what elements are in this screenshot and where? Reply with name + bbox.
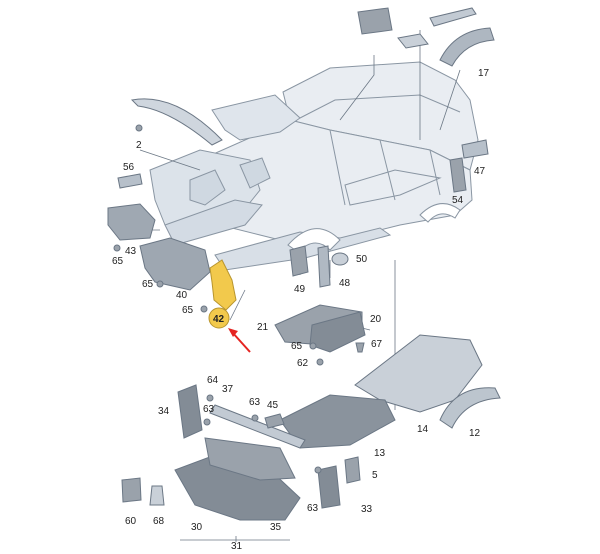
callout-68: 68 bbox=[153, 516, 165, 527]
part-mat-20 bbox=[309, 311, 366, 353]
callout-65b: 65 bbox=[142, 279, 154, 290]
part-a-pillar-49 bbox=[289, 245, 309, 277]
part-nut-65d bbox=[309, 342, 317, 350]
callout-50: 50 bbox=[356, 254, 368, 265]
callout-56: 56 bbox=[123, 162, 135, 173]
part-bracket-47 bbox=[461, 139, 489, 159]
part-plenum-cover bbox=[130, 98, 223, 146]
callout-60: 60 bbox=[125, 516, 137, 527]
part-small-pad bbox=[397, 33, 429, 49]
part-bracket-5 bbox=[344, 456, 361, 484]
callout-5: 5 bbox=[372, 470, 378, 481]
interior-floor bbox=[344, 169, 442, 206]
part-block bbox=[117, 173, 143, 189]
parts-lower-left bbox=[121, 384, 306, 521]
part-insulation-mat bbox=[357, 7, 393, 35]
part-bulkhead-insulation bbox=[139, 237, 211, 291]
callout-48: 48 bbox=[339, 278, 351, 289]
part-clip bbox=[135, 124, 143, 132]
parts-floor bbox=[279, 334, 501, 509]
callout-40: 40 bbox=[176, 290, 188, 301]
parts-top-right bbox=[357, 7, 495, 67]
callout-20: 20 bbox=[370, 314, 382, 325]
part-clip-62 bbox=[316, 358, 324, 366]
callout-2: 2 bbox=[136, 140, 142, 151]
callout-45: 45 bbox=[267, 400, 279, 411]
callout-65d: 65 bbox=[291, 341, 303, 352]
callout-62: 62 bbox=[297, 358, 309, 369]
callout-34: 34 bbox=[158, 406, 170, 417]
callout-35: 35 bbox=[270, 522, 282, 533]
callout-31: 31 bbox=[231, 541, 243, 549]
part-insul-35 bbox=[204, 437, 296, 481]
callout-49: 49 bbox=[294, 284, 306, 295]
part-nut-65a bbox=[113, 244, 121, 252]
car-body bbox=[149, 61, 479, 271]
car-side bbox=[199, 119, 473, 246]
callout-64: 64 bbox=[207, 375, 219, 386]
callout-17: 17 bbox=[478, 68, 490, 79]
part-rear-pillar-pad bbox=[449, 157, 467, 193]
part-clip-64 bbox=[206, 394, 214, 402]
part-nut-65b bbox=[156, 280, 164, 288]
callout-63b: 63 bbox=[249, 397, 261, 408]
callout-33: 33 bbox=[361, 504, 373, 515]
part-clip-63a bbox=[203, 418, 211, 426]
window-line bbox=[299, 94, 461, 119]
callout-67: 67 bbox=[371, 339, 383, 350]
rear-wheel-arch bbox=[419, 203, 461, 223]
part-pad-60 bbox=[121, 477, 142, 503]
part-bar-37 bbox=[209, 404, 306, 449]
callout-labels: 2 5 12 13 14 17 20 21 30 31 33 34 35 37 … bbox=[112, 68, 490, 552]
callout-42: 42 bbox=[213, 314, 225, 325]
part-bracket-33 bbox=[317, 465, 341, 509]
part-side-34 bbox=[177, 384, 203, 439]
part-rear-arch-liner bbox=[439, 27, 495, 67]
strut-tower bbox=[189, 169, 226, 206]
callout-63c: 63 bbox=[307, 503, 319, 514]
part-clip-68 bbox=[149, 485, 165, 506]
callout-43: 43 bbox=[125, 246, 137, 257]
callout-65c: 65 bbox=[182, 305, 194, 316]
part-clip-63b bbox=[251, 414, 259, 422]
callout-47: 47 bbox=[474, 166, 486, 177]
part-strip-48 bbox=[317, 245, 331, 288]
callout-65a: 65 bbox=[112, 256, 124, 267]
part-floor-mat-14 bbox=[354, 334, 483, 413]
callout-30: 30 bbox=[191, 522, 203, 533]
part-wheelhouse-liner-front bbox=[107, 203, 156, 241]
part-nut-65c bbox=[200, 305, 208, 313]
callout-54: 54 bbox=[452, 195, 464, 206]
strut-tower-right bbox=[239, 157, 271, 189]
part-clip-63c bbox=[314, 466, 322, 474]
callout-13: 13 bbox=[374, 448, 386, 459]
parts-left bbox=[107, 98, 237, 313]
part-42-highlighted bbox=[209, 259, 237, 311]
part-bracket-strip bbox=[429, 7, 477, 27]
part-grommet-50 bbox=[331, 252, 349, 266]
car-hood bbox=[211, 94, 301, 141]
callout-63a: 63 bbox=[203, 404, 215, 415]
part-block-45 bbox=[264, 413, 285, 429]
b-pillar bbox=[329, 129, 441, 206]
callout-42-highlight bbox=[208, 307, 230, 329]
callout-21: 21 bbox=[257, 322, 269, 333]
part-clip-67 bbox=[355, 342, 365, 353]
callout-37: 37 bbox=[222, 384, 234, 395]
parts-right bbox=[274, 139, 489, 366]
callout-14: 14 bbox=[417, 424, 429, 435]
part-wheelhouse-12 bbox=[439, 387, 501, 429]
pointer-arrow bbox=[228, 328, 251, 353]
callout-12: 12 bbox=[469, 428, 481, 439]
